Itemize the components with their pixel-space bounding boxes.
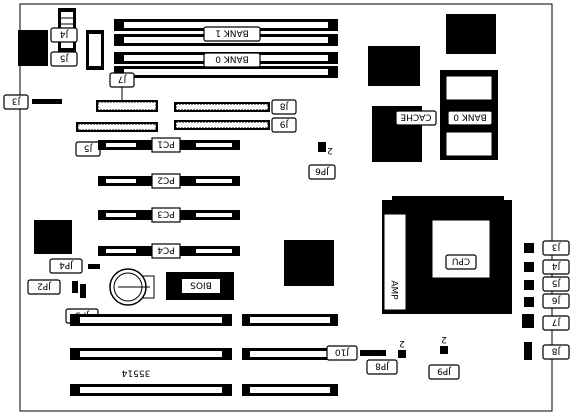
board-number: 35514 <box>121 368 150 378</box>
j6-label: J6 <box>552 295 562 305</box>
j3-label-left: J3 <box>12 96 21 106</box>
j9-header <box>174 120 270 130</box>
bank1-label: BANK 1 <box>215 28 249 38</box>
keyboard-connector <box>18 30 48 66</box>
jp4-label: JP4 <box>59 260 74 270</box>
j8-header <box>174 102 270 112</box>
chip-left <box>34 220 72 254</box>
bank0-cache-label: BANK 0 <box>453 112 487 122</box>
pc2-label: PC2 <box>157 175 174 185</box>
j4-label-right: J4 <box>552 261 562 271</box>
j7-label-right: J7 <box>552 317 561 327</box>
jp8-pin-label: 2 <box>399 338 405 348</box>
j8-label-top: J8 <box>280 101 290 111</box>
j4-label: J4 <box>60 29 70 39</box>
j10-label: J10 <box>335 347 350 357</box>
pc3-label: PC3 <box>157 209 174 219</box>
j5-label: J5 <box>60 53 69 63</box>
pc4-label: PC4 <box>157 245 175 255</box>
amp-label: AMP <box>389 280 399 300</box>
cpu-label: CPU <box>452 256 470 266</box>
j7-header <box>96 100 158 112</box>
j3-label-right: J3 <box>552 242 561 252</box>
jp4-jumper <box>88 264 100 269</box>
jp8-jumper <box>398 350 406 358</box>
jp8-label: JP8 <box>375 361 390 371</box>
battery <box>109 268 155 306</box>
jp6-jumper <box>318 142 326 152</box>
chip-middle <box>284 240 334 286</box>
j5-header <box>76 122 158 132</box>
jp2-label: JP2 <box>37 281 52 291</box>
jp9-jumper <box>440 346 448 354</box>
chip-upper-right <box>446 14 496 54</box>
j10-header <box>360 350 386 356</box>
jp6-pin-label: 2 <box>327 145 333 155</box>
bios-chip <box>166 272 234 300</box>
jp2-jumper <box>72 281 78 293</box>
jp9-label: JP9 <box>437 366 452 376</box>
j9-label: J9 <box>280 119 290 129</box>
jp6-label: JP6 <box>315 166 330 176</box>
j7-label-top: J7 <box>118 74 127 84</box>
bank0-label: BANK 0 <box>215 54 249 64</box>
isa-slots <box>70 314 338 396</box>
chip-upper-left <box>368 46 420 86</box>
j5-label-right: J5 <box>552 278 561 288</box>
jp3-jumper <box>80 284 86 298</box>
cache-label: CACHE <box>400 112 431 122</box>
jp9-pin-label: 2 <box>441 334 447 344</box>
cpu-socket <box>382 196 512 314</box>
pc1-label: PC1 <box>157 139 174 149</box>
j3-header <box>32 99 62 104</box>
bios-label: BIOS <box>190 280 212 290</box>
j8-label-right: J8 <box>552 346 562 356</box>
j5-label-mid: J5 <box>84 143 93 153</box>
